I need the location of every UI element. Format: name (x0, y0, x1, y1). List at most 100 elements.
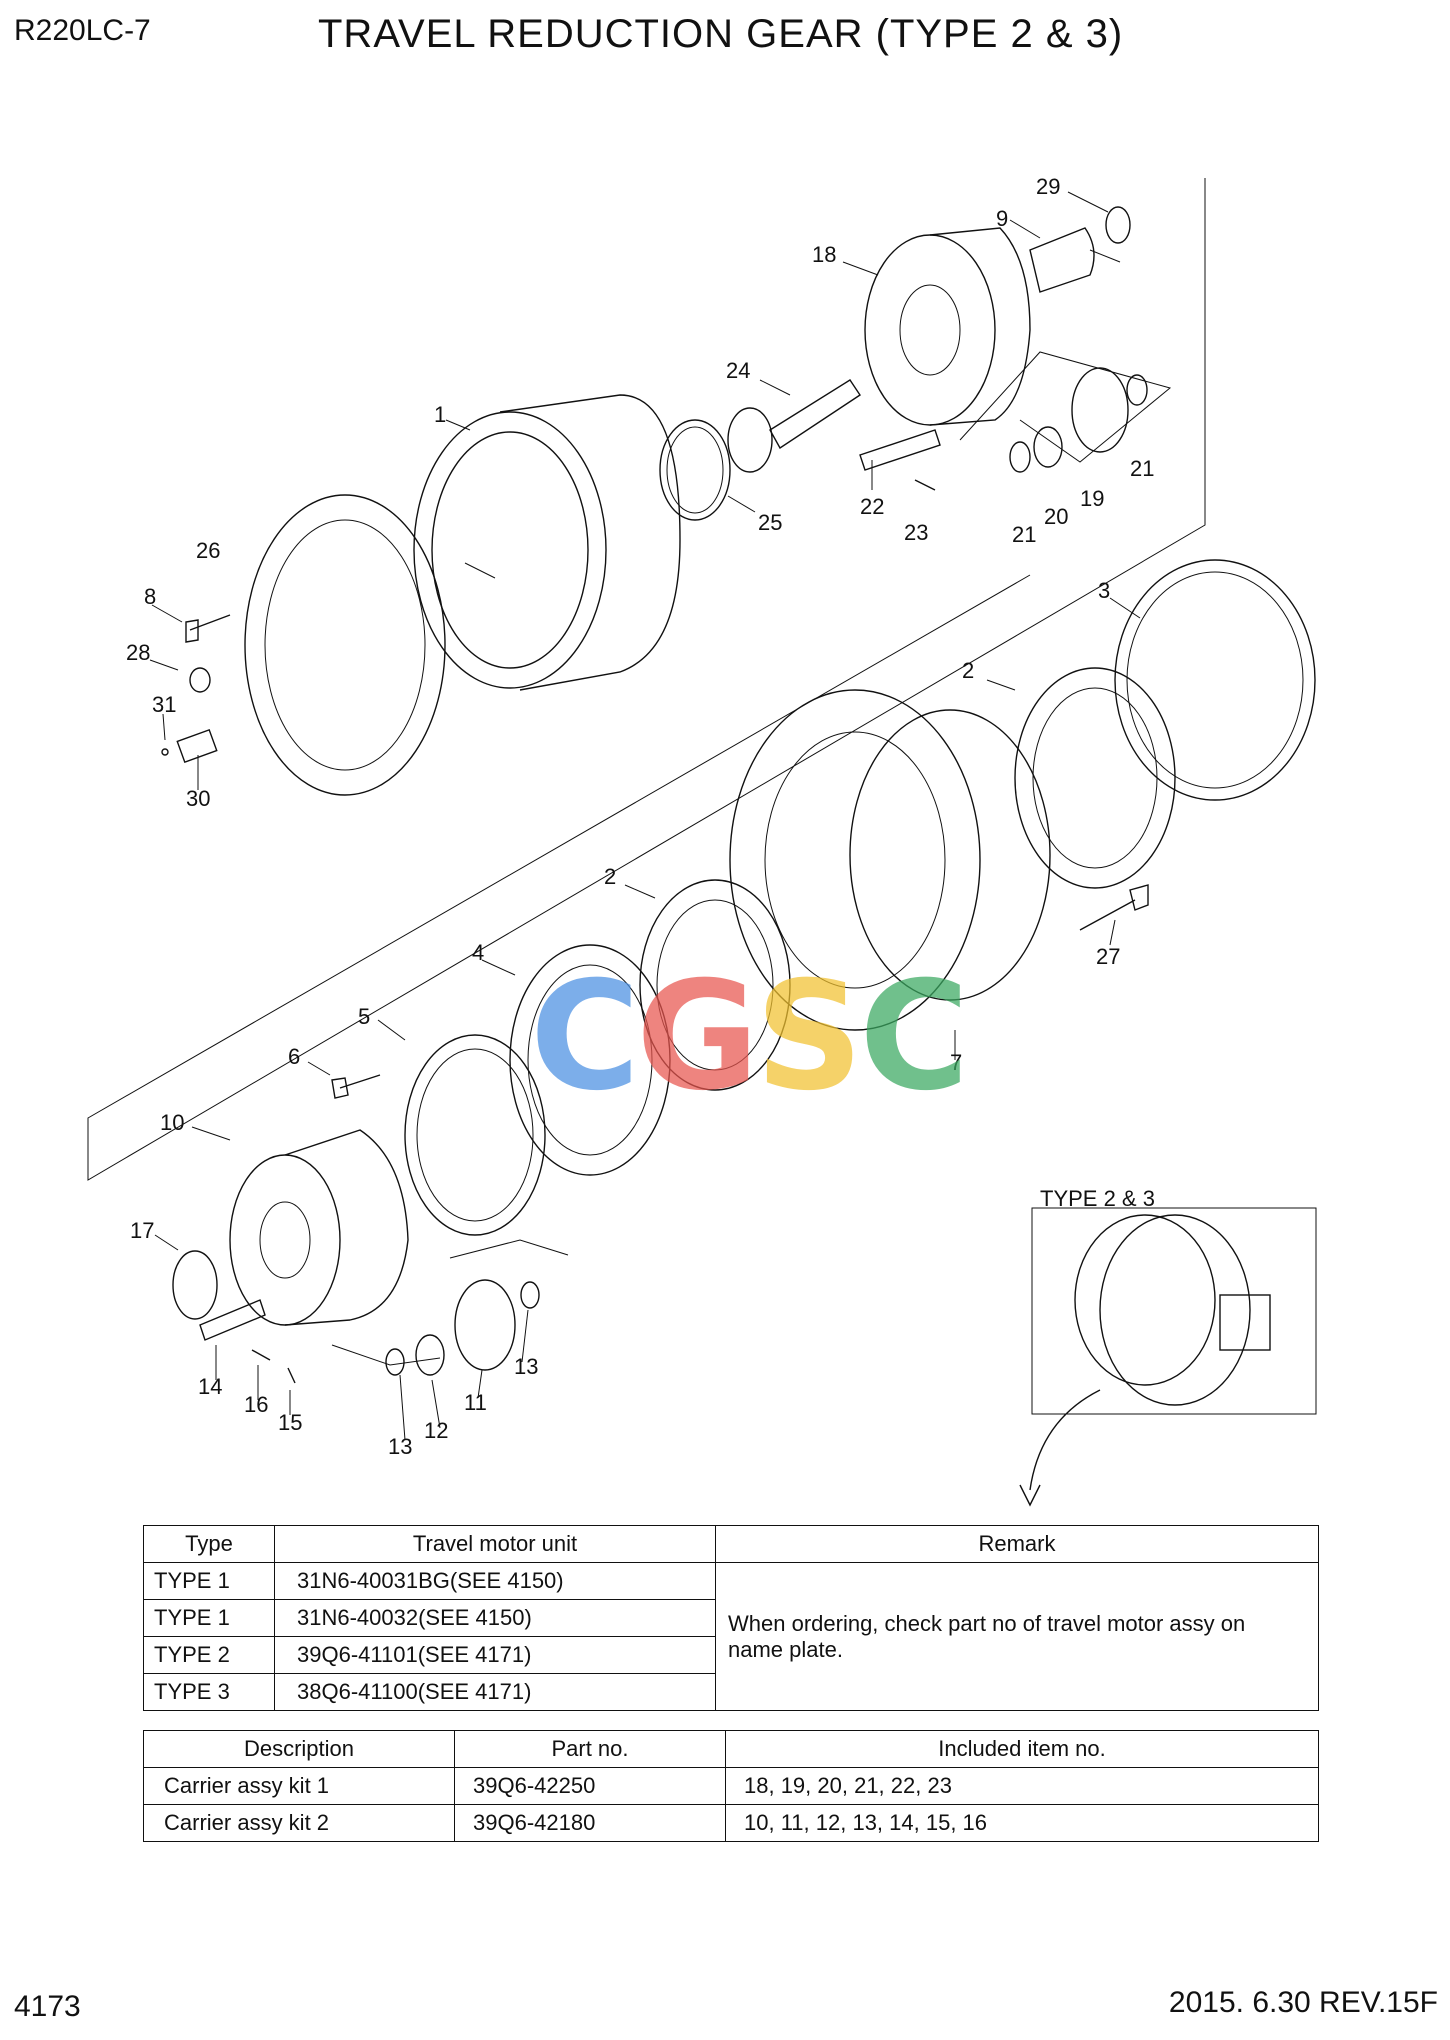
callout-2a: 2 (962, 658, 975, 683)
callout-28: 28 (126, 640, 151, 665)
bearing-part-2b (639, 879, 791, 1091)
callout-18: 18 (812, 242, 837, 267)
callout-15: 15 (278, 1410, 303, 1435)
carrier2-boundary (331, 1344, 441, 1366)
pin-part-23 (914, 479, 936, 491)
bearing-part-12 (415, 1334, 445, 1376)
motor-unit-cell: 31N6-40031BG(SEE 4150) (274, 1562, 716, 1600)
callout-16: 16 (244, 1392, 269, 1417)
table-row: TYPE 2 39Q6-41101(SEE 4171) (143, 1636, 1319, 1674)
bearing-part-2a (1014, 667, 1176, 889)
included-items-cell: 18, 19, 20, 21, 22, 23 (725, 1767, 1319, 1805)
pin-part-15 (287, 1367, 296, 1384)
inset-pointer-arrow (1029, 1389, 1101, 1491)
part-no-cell: 39Q6-42250 (454, 1767, 726, 1805)
column-header: Part no. (454, 1730, 726, 1768)
callout-22: 22 (860, 494, 885, 519)
column-header: Travel motor unit (274, 1525, 716, 1563)
column-header: Included item no. (725, 1730, 1319, 1768)
carrier-part-18 (864, 227, 1031, 426)
callout-6: 6 (288, 1044, 301, 1069)
pin-part-16 (251, 1349, 271, 1361)
table-header-row: Description Part no. Included item no. (143, 1730, 1319, 1768)
callout-19: 19 (1080, 486, 1105, 511)
inset-label: TYPE 2 & 3 (1040, 1186, 1155, 1211)
motor-type-table: Type Travel motor unit Remark TYPE 1 31N… (143, 1525, 1319, 1711)
table-row: TYPE 1 31N6-40031BG(SEE 4150) When order… (143, 1562, 1319, 1711)
callout-26: 26 (196, 538, 221, 563)
callout-21b: 21 (1130, 456, 1155, 481)
callout-25: 25 (758, 510, 783, 535)
callout-21a: 21 (1012, 522, 1037, 547)
callout-14: 14 (198, 1374, 223, 1399)
callout-31: 31 (152, 692, 177, 717)
description-cell: Carrier assy kit 1 (143, 1767, 455, 1805)
motor-unit-cell: 38Q6-41100(SEE 4171) (274, 1673, 716, 1711)
type-cell: TYPE 3 (143, 1673, 275, 1711)
column-header: Type (143, 1525, 275, 1563)
callout-30: 30 (186, 786, 211, 811)
rivet-part-31 (161, 748, 169, 756)
washer-part-21b (1126, 374, 1148, 406)
callout-7: 7 (950, 1050, 963, 1075)
table-header-row: Type Travel motor unit Remark (143, 1525, 1319, 1563)
carrier-kit-table: Description Part no. Included item no. C… (143, 1730, 1319, 1842)
remark-cell: When ordering, check part no of travel m… (715, 1562, 1319, 1711)
bolt-part-6 (331, 1074, 381, 1099)
revision-date: 2015. 6.30 REV.15F (1168, 1986, 1438, 2019)
callout-13b: 13 (514, 1354, 539, 1379)
model-code: R220LC-7 (14, 14, 151, 47)
callout-10: 10 (160, 1110, 185, 1135)
assembled-unit-illustration (1074, 1214, 1271, 1406)
included-items-cell: 10, 11, 12, 13, 14, 15, 16 (725, 1804, 1319, 1842)
watermark-logo: CGSC (530, 950, 969, 1124)
callout-8: 8 (144, 584, 157, 609)
callout-17: 17 (130, 1218, 155, 1243)
gear-part-11 (454, 1279, 516, 1371)
oring-part-25 (659, 419, 731, 521)
watermark-letter: S (755, 950, 863, 1124)
plate-part-30 (176, 728, 218, 764)
callout-1: 1 (434, 402, 447, 427)
shaft-part-24 (727, 379, 861, 473)
pin-part-14 (199, 1299, 266, 1341)
type-cell: TYPE 2 (143, 1636, 275, 1674)
housing-part-7 (729, 689, 1051, 1031)
callout-2b: 2 (604, 864, 617, 889)
column-header: Description (143, 1730, 455, 1768)
part-no-cell: 39Q6-42180 (454, 1804, 726, 1842)
callout-11: 11 (464, 1390, 487, 1415)
carrier1-boundary (959, 351, 1172, 463)
bolt-part-8 (185, 614, 231, 643)
bearing-part-20 (1033, 426, 1063, 468)
table-row: TYPE 1 31N6-40032(SEE 4150) (143, 1599, 1319, 1637)
seal-part-3 (1114, 559, 1316, 801)
callout-23: 23 (904, 520, 929, 545)
washer-part-13b (520, 1281, 540, 1309)
washer-part-13a (385, 1348, 405, 1376)
watermark-letter: C (530, 950, 640, 1124)
type-cell: TYPE 1 (143, 1562, 275, 1600)
page-number: 4173 (14, 1990, 81, 2023)
watermark-letter: C (859, 950, 969, 1124)
callout-13a: 13 (388, 1434, 413, 1459)
callout-4: 4 (472, 940, 485, 965)
pin-part-22 (859, 429, 941, 471)
column-header: Remark (715, 1525, 1319, 1563)
sleeve-part-9 (1029, 227, 1095, 293)
gasket-part-5 (404, 1034, 546, 1236)
motor-unit-cell: 39Q6-41101(SEE 4171) (274, 1636, 716, 1674)
washer-part-21a (1009, 441, 1031, 473)
ring-gear-part-1 (413, 394, 681, 691)
callout-27: 27 (1096, 944, 1121, 969)
flange-part-26 (244, 494, 446, 796)
watermark-letter: G (636, 950, 759, 1124)
exploded-parts-diagram (87, 178, 1317, 1507)
bolt-part-27 (1079, 884, 1149, 931)
table-row: Carrier assy kit 1 39Q6-42250 18, 19, 20… (143, 1767, 1319, 1805)
spacer-part-4 (509, 944, 671, 1176)
type-cell: TYPE 1 (143, 1599, 275, 1637)
description-cell: Carrier assy kit 2 (143, 1804, 455, 1842)
callout-20: 20 (1044, 504, 1069, 529)
table-row: Carrier assy kit 2 39Q6-42180 10, 11, 12… (143, 1804, 1319, 1842)
